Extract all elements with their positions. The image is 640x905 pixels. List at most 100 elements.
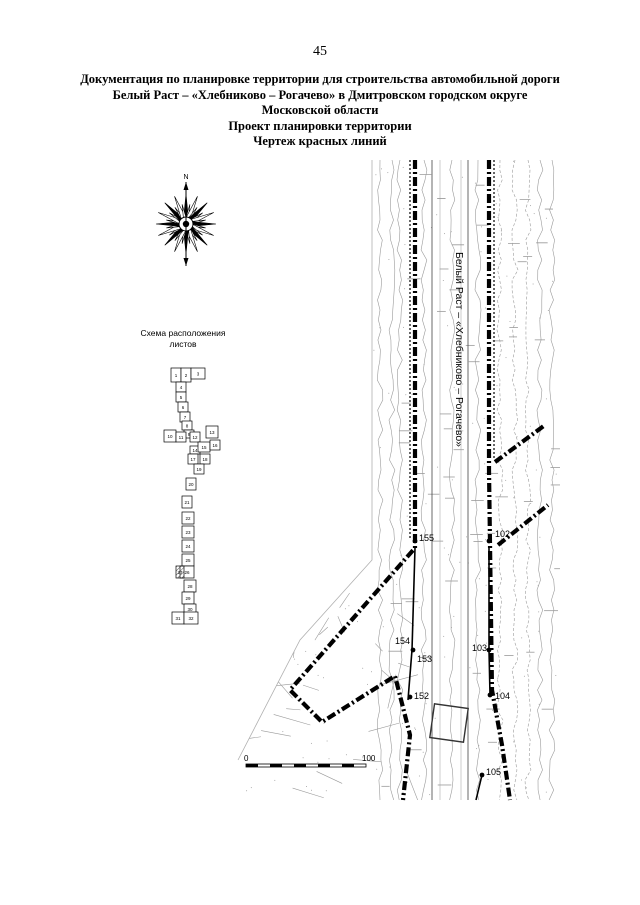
survey-dot	[389, 766, 391, 768]
survey-line	[405, 769, 419, 800]
survey-dot	[348, 605, 350, 607]
survey-dot	[244, 453, 246, 455]
sheet-number: 18	[202, 457, 208, 462]
sheet-number: 10	[167, 434, 173, 439]
survey-dot	[425, 503, 427, 505]
survey-dot	[300, 233, 302, 235]
sheet-cell	[181, 495, 193, 509]
survey-dot	[323, 677, 324, 679]
survey-line	[376, 160, 384, 800]
survey-dot	[476, 748, 478, 750]
survey-dot	[474, 182, 476, 184]
point-103-marker	[486, 647, 492, 653]
survey-dot	[339, 579, 340, 581]
sheet-number: 30	[187, 607, 193, 612]
survey-dot	[310, 257, 312, 259]
survey-dot	[405, 394, 407, 396]
survey-dot	[274, 276, 276, 278]
survey-dot	[484, 610, 486, 612]
survey-dot	[443, 547, 445, 549]
title-line: Московской области	[261, 103, 379, 117]
sheet-number: 8	[186, 424, 189, 429]
survey-dot	[315, 468, 317, 470]
point-label-153: 153	[417, 654, 432, 664]
survey-dot	[350, 232, 352, 234]
survey-dot	[258, 278, 260, 280]
sheet-number: 29	[185, 596, 191, 601]
survey-dot	[530, 503, 532, 504]
survey-dot	[259, 179, 261, 181]
survey-dot	[329, 257, 331, 259]
survey-boundary	[237, 160, 373, 761]
sheet-number: 14	[192, 448, 198, 453]
sheet-number: 3	[197, 372, 200, 377]
point-label-105: 105	[486, 767, 501, 777]
survey-dot	[422, 751, 424, 753]
survey-dot	[338, 201, 340, 203]
survey-dot	[306, 317, 308, 318]
survey-dot	[485, 584, 487, 586]
survey-dot	[538, 611, 540, 613]
survey-dot	[281, 383, 283, 385]
survey-dot	[444, 656, 446, 658]
sheet-cell	[181, 539, 195, 553]
survey-dot	[376, 768, 378, 770]
survey-line	[524, 160, 532, 800]
survey-line	[398, 662, 410, 668]
survey-line	[353, 759, 382, 763]
survey-dot	[317, 674, 319, 676]
survey-dot	[529, 425, 531, 427]
survey-line	[548, 160, 556, 800]
survey-dot	[423, 364, 425, 366]
survey-dot	[266, 427, 268, 429]
survey-dot	[244, 668, 246, 670]
point-154-marker	[410, 647, 416, 653]
sheet-number: 22	[185, 516, 191, 521]
survey-dot	[533, 213, 535, 215]
survey-dot	[348, 252, 350, 254]
survey-dot	[286, 477, 288, 478]
survey-dot	[335, 201, 337, 203]
survey-dot	[302, 757, 304, 759]
sheet-number: 26	[184, 570, 190, 575]
survey-dot	[497, 216, 499, 218]
survey-line	[496, 160, 504, 800]
survey-dot	[379, 447, 381, 449]
survey-line	[261, 730, 291, 737]
survey-dot	[404, 288, 406, 290]
sheet-cell	[199, 453, 211, 465]
point-105-marker	[479, 772, 485, 778]
survey-dot	[434, 717, 436, 719]
survey-dot	[357, 621, 358, 623]
survey-dot	[306, 786, 307, 787]
survey-dot	[326, 325, 328, 327]
survey-dot	[273, 469, 275, 471]
survey-dot	[246, 790, 248, 792]
survey-line	[375, 643, 383, 652]
sheet-number: 15	[201, 445, 207, 450]
survey-dot	[415, 728, 416, 730]
point-label-154: 154	[395, 636, 410, 646]
survey-dot	[495, 203, 497, 205]
survey-dot	[274, 654, 276, 656]
sheet-cell	[181, 511, 195, 525]
survey-dot	[444, 233, 445, 235]
sheet-schema-title: Схема расположения листов	[118, 328, 248, 350]
survey-dot	[261, 333, 263, 335]
survey-dot	[335, 472, 337, 474]
survey-dot	[451, 627, 452, 629]
survey-dot	[484, 463, 486, 465]
survey-dot	[266, 197, 268, 198]
survey-dot	[496, 385, 498, 387]
survey-line	[316, 771, 343, 784]
survey-dot	[459, 561, 461, 563]
survey-dot	[298, 196, 300, 198]
survey-dot	[311, 789, 312, 791]
survey-dot	[443, 635, 445, 637]
point-labels: 155 154 153 152 102 103 104 105	[395, 529, 510, 777]
survey-line	[396, 160, 404, 800]
survey-dot	[318, 451, 320, 453]
sheet-cell	[185, 477, 197, 491]
survey-dot	[350, 257, 352, 259]
survey-dot	[539, 317, 541, 319]
